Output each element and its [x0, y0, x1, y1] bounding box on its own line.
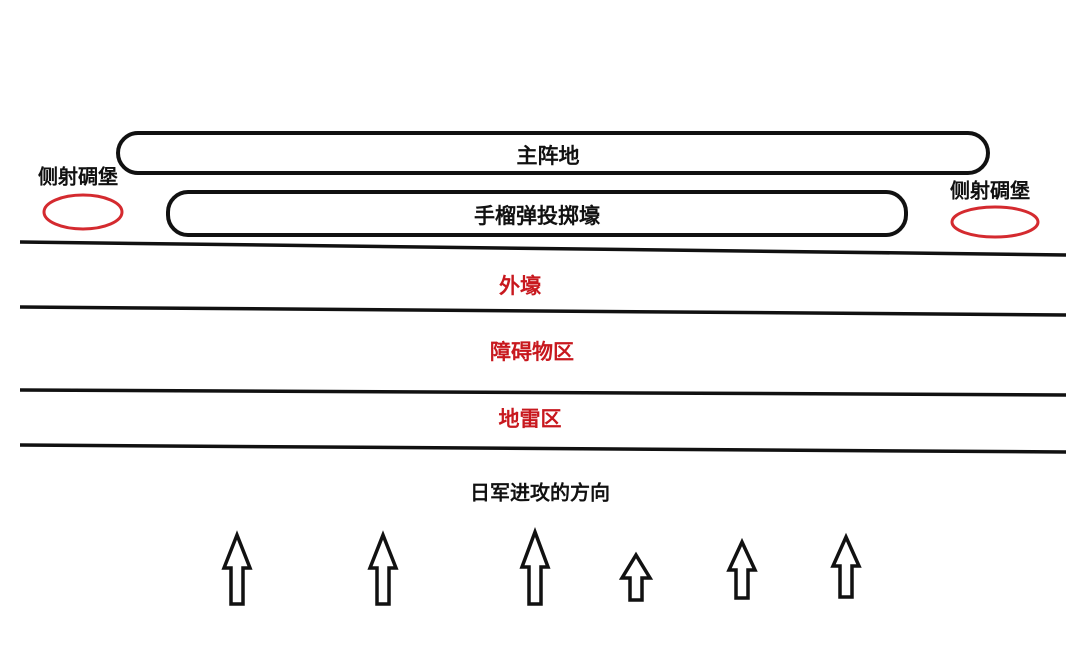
arrow-up-icon	[221, 530, 253, 606]
left-bunker-shape	[42, 193, 124, 231]
arrow-up-icon	[519, 526, 551, 606]
right-bunker-label: 侧射碉堡	[950, 178, 1030, 203]
arrow-up-icon	[618, 551, 654, 602]
attack-direction-label: 日军进攻的方向	[470, 480, 610, 505]
outer-trench-label: 外壕	[499, 274, 541, 298]
boundary-line	[19, 240, 1067, 257]
minefield-label: 地雷区	[498, 407, 562, 431]
arrow-up-icon	[830, 532, 862, 599]
obstacle-zone-label: 障碍物区	[490, 340, 574, 364]
right-bunker-shape	[950, 205, 1040, 239]
main-position-shape	[116, 131, 990, 175]
arrow-up-icon	[726, 537, 758, 600]
main-position-label: 主阵地	[516, 144, 580, 168]
boundary-line	[19, 443, 1067, 454]
arrow-up-icon	[367, 530, 399, 606]
boundary-line	[19, 388, 1067, 397]
left-bunker-label: 侧射碉堡	[38, 164, 118, 189]
grenade-trench-shape	[166, 190, 908, 237]
boundary-line	[19, 305, 1067, 317]
grenade-trench-label: 手榴弹投掷壕	[474, 204, 600, 228]
